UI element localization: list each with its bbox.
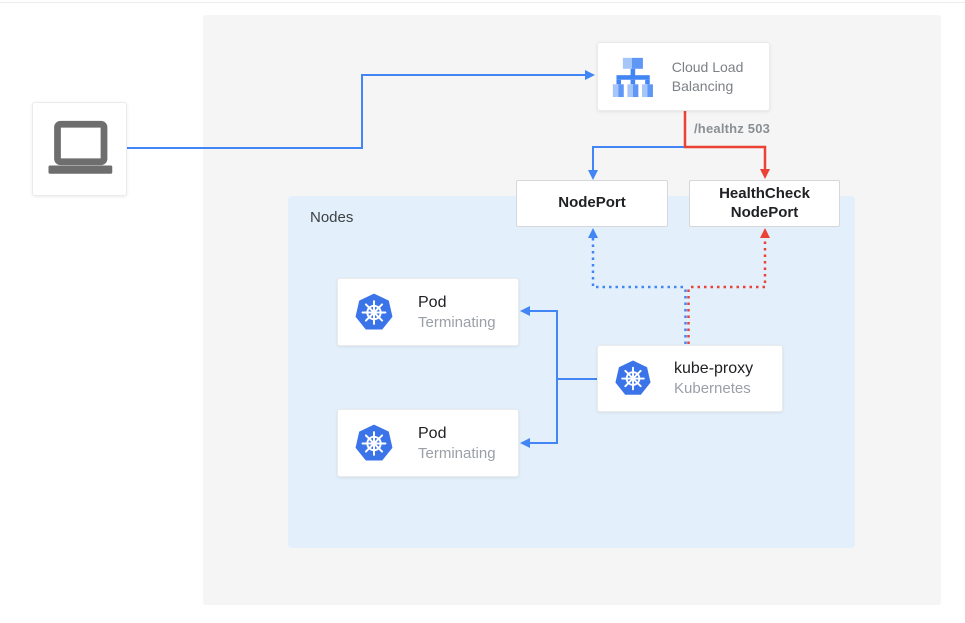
nodes-group-label: Nodes: [310, 209, 354, 226]
pod-status: Terminating: [418, 444, 496, 462]
cloud-load-balancing-label: Cloud Load Balancing: [671, 58, 744, 94]
nodeport-label: NodePort: [558, 194, 626, 212]
pod-node-2: Pod Terminating: [337, 409, 519, 477]
kubernetes-icon: [355, 424, 393, 461]
kube-proxy-node: kube-proxy Kubernetes: [597, 345, 783, 412]
pod-node-1: Pod Terminating: [337, 278, 519, 346]
kube-proxy-subtitle: Kubernetes: [674, 380, 751, 397]
healthcheck-nodeport-label: HealthCheck NodePort: [719, 184, 810, 221]
kubernetes-icon: [355, 293, 393, 330]
kube-proxy-title: kube-proxy: [674, 360, 754, 377]
load-balancer-icon: [612, 57, 653, 97]
pod-title: Pod: [418, 424, 447, 442]
laptop-icon: [48, 120, 112, 174]
pod-status: Terminating: [418, 313, 496, 331]
top-divider: [0, 2, 965, 3]
nodeport-node: NodePort: [516, 180, 668, 227]
client-node: [32, 102, 127, 196]
healthz-status-label: /healthz 503: [694, 121, 771, 136]
healthcheck-nodeport-node: HealthCheck NodePort: [689, 180, 840, 227]
cloud-load-balancing-node: Cloud Load Balancing: [597, 42, 770, 111]
pod-title: Pod: [418, 293, 447, 311]
kubernetes-icon: [615, 360, 651, 395]
